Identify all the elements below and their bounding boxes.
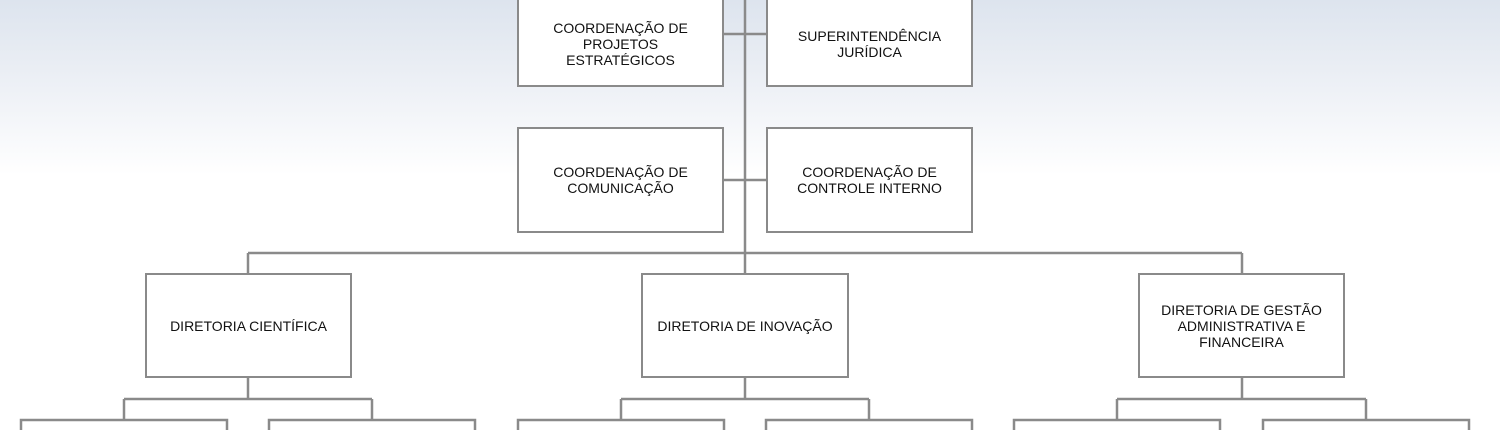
box-diretoria-cientifica: DIRETORIA CIENTÍFICA — [145, 273, 352, 378]
sub-box-gestao-right — [1261, 418, 1471, 430]
box-superintendencia-juridica: SUPERINTENDÊNCIA JURÍDICA — [766, 0, 973, 87]
box-comunicacao-label: COORDENAÇÃO DE COMUNICAÇÃO — [553, 164, 688, 196]
box-diretoria-inovacao-label: DIRETORIA DE INOVAÇÃO — [657, 317, 833, 334]
box-superintendencia-juridica-label: SUPERINTENDÊNCIA JURÍDICA — [797, 27, 942, 60]
box-projetos-estrategicos: COORDENAÇÃO DE PROJETOS ESTRATÉGICOS — [517, 0, 724, 87]
sub-box-inovacao-left — [516, 418, 726, 430]
box-diretoria-gestao: DIRETORIA DE GESTÃO ADMINISTRATIVA E FIN… — [1138, 273, 1345, 378]
box-comunicacao: COORDENAÇÃO DE COMUNICAÇÃO — [517, 127, 724, 233]
sub-box-inovacao-right — [764, 418, 974, 430]
box-controle-interno: COORDENAÇÃO DE CONTROLE INTERNO — [766, 127, 973, 233]
sub-box-cientifica-left — [19, 418, 229, 430]
box-projetos-estrategicos-label: COORDENAÇÃO DE PROJETOS ESTRATÉGICOS — [553, 19, 688, 68]
sub-box-gestao-left — [1012, 418, 1222, 430]
box-diretoria-cientifica-label: DIRETORIA CIENTÍFICA — [170, 317, 327, 334]
box-diretoria-inovacao: DIRETORIA DE INOVAÇÃO — [641, 273, 849, 378]
box-diretoria-gestao-label: DIRETORIA DE GESTÃO ADMINISTRATIVA E FIN… — [1161, 301, 1322, 350]
sub-box-cientifica-right — [267, 418, 477, 430]
box-controle-interno-label: COORDENAÇÃO DE CONTROLE INTERNO — [797, 164, 942, 196]
